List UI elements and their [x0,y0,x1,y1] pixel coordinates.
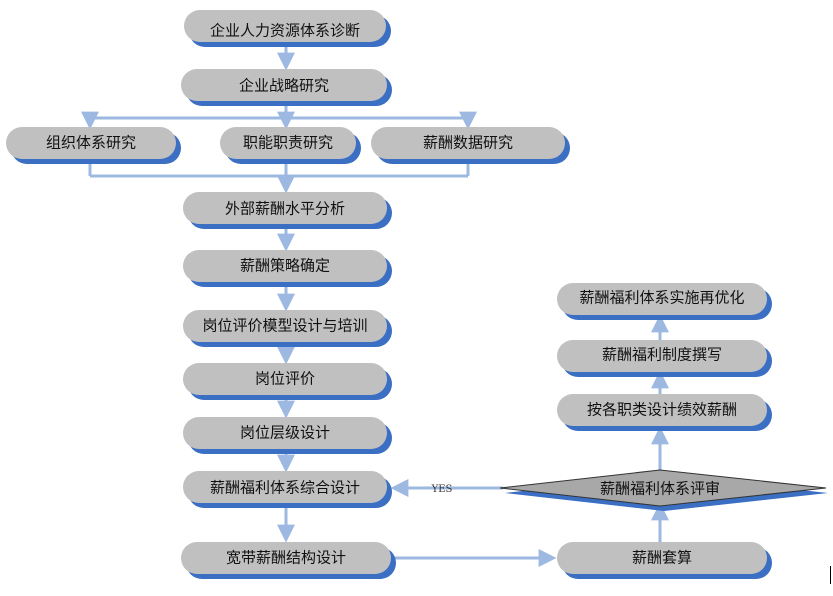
node-label: 岗位评价模型设计与培训 [202,317,367,335]
node-label: 外部薪酬水平分析 [225,200,345,218]
node-policy: 薪酬策略确定 [183,250,392,287]
node-broadband: 宽带薪酬结构设计 [181,542,396,579]
node-perf-pay: 按各职类设计绩效薪酬 [557,394,772,431]
node-diagnosis: 企业人力资源体系诊断 [184,10,391,47]
node-label: 薪酬策略确定 [240,257,330,275]
node-optimize: 薪酬福利体系实施再优化 [557,283,772,320]
node-job-eval: 岗位评价 [183,363,392,400]
node-duty: 职能职责研究 [220,127,361,164]
node-label: 薪酬福利体系综合设计 [210,479,360,497]
node-label: 薪酬数据研究 [423,134,513,152]
node-calc: 薪酬套算 [557,542,772,579]
node-label: 宽带薪酬结构设计 [226,549,346,567]
node-label: 薪酬套算 [632,549,692,567]
node-external: 外部薪酬水平分析 [183,192,392,229]
text-cursor [830,566,831,584]
node-label: 薪酬福利制度撰写 [602,346,722,364]
node-label: 薪酬福利体系评审 [600,480,720,498]
node-job-eval-model: 岗位评价模型设计与培训 [183,310,392,347]
connectors [81,44,669,567]
node-label: 职能职责研究 [243,134,333,152]
node-label: 企业战略研究 [239,77,329,95]
yes-label: YES [431,484,453,495]
node-label: 企业人力资源体系诊断 [210,22,360,40]
node-system-write: 薪酬福利制度撰写 [557,340,772,377]
node-label: 按各职类设计绩效薪酬 [587,401,737,419]
node-salary-data: 薪酬数据研究 [371,127,570,164]
node-label: 岗位层级设计 [240,424,330,442]
node-label: 岗位评价 [255,370,315,388]
node-welfare-design: 薪酬福利体系综合设计 [183,471,392,508]
node-label: 组织体系研究 [46,134,136,152]
node-org: 组织体系研究 [6,127,181,164]
node-job-level: 岗位层级设计 [183,417,392,454]
node-label: 薪酬福利体系实施再优化 [579,289,744,307]
node-review-decision: 薪酬福利体系评审 [499,469,828,511]
node-strategy: 企业战略研究 [181,69,392,106]
